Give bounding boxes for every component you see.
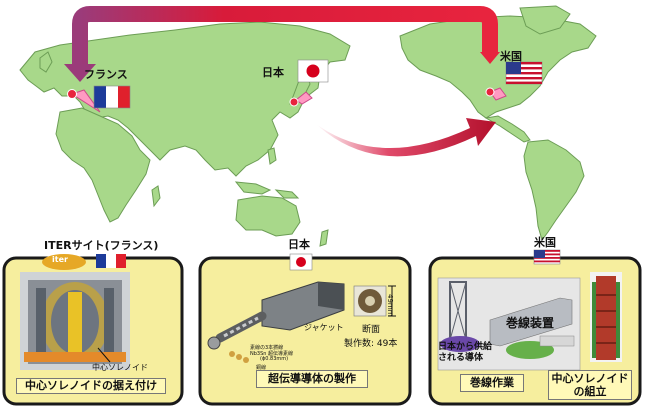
australia-shape: [235, 195, 301, 237]
philippines-shape: [267, 147, 277, 165]
panel-iter-graphics: [2, 254, 184, 406]
uk-shape: [39, 51, 53, 73]
south-america-shape: [523, 139, 585, 242]
count-label: 製作数: 49本: [344, 339, 398, 349]
label-japan: 日本: [262, 66, 284, 79]
strand-label-4: 銅線: [256, 365, 267, 371]
panel-japan-header: 日本: [288, 238, 310, 251]
section-label: 断面: [362, 325, 381, 335]
central-america-shape: [484, 115, 531, 143]
strand-label-3: (ϕ0.83mm): [260, 356, 289, 362]
arc-arrowhead-france: [64, 64, 96, 82]
indonesia-shape: [234, 181, 272, 195]
panel-iter-caption: 中心ソレノイドの据え付け: [16, 378, 166, 394]
dot-usa: [485, 87, 495, 97]
winding-device-label: 巻線装置: [506, 316, 555, 330]
iter-solenoid-label: 中心ソレノイド: [92, 363, 148, 372]
panel-usa-caption-left: 巻線作業: [460, 374, 524, 392]
label-usa: 米国: [500, 50, 522, 63]
strand-label-2: Nb3Sn 超伝導素線: [250, 351, 294, 357]
strand-label-1: 素線の3本撚線: [250, 345, 284, 351]
dot-japan: [289, 97, 299, 107]
panel-usa-caption-right: 中心ソレノイド の組立: [548, 370, 632, 400]
flag-japan-map: [297, 59, 329, 83]
new-guinea-shape: [274, 189, 300, 199]
panel-japan-caption: 超伝導導体の製作: [256, 370, 368, 388]
arc-arrowhead-usa-base: [480, 52, 500, 64]
jacket-label: ジャケット: [304, 323, 344, 332]
madagascar-shape: [151, 185, 161, 208]
greenland-shape: [519, 5, 571, 35]
label-france: フランス: [84, 68, 128, 81]
flag-france-map: [93, 85, 131, 109]
panel-usa-header: 米国: [534, 236, 556, 249]
panel-iter-header: ITERサイト(フランス): [44, 239, 159, 252]
dot-france: [67, 89, 77, 99]
pointer-france: [70, 89, 101, 113]
africa-shape: [55, 107, 151, 223]
new-zealand-shape: [319, 229, 329, 247]
continents: [19, 5, 597, 247]
panel-usa-graphics: [428, 249, 642, 406]
conductor-supply-label: 日本から供給 される導体: [438, 342, 493, 363]
panel-japan-graphics: [198, 253, 412, 406]
pointer-japan: [295, 91, 313, 105]
arc-usa-to-france: [72, 6, 498, 66]
iter-logo-text: iter: [52, 255, 68, 264]
curve-japan-to-usa: [316, 118, 496, 157]
flag-usa-map: [505, 61, 543, 85]
dimension-label: 49mm: [386, 294, 394, 317]
